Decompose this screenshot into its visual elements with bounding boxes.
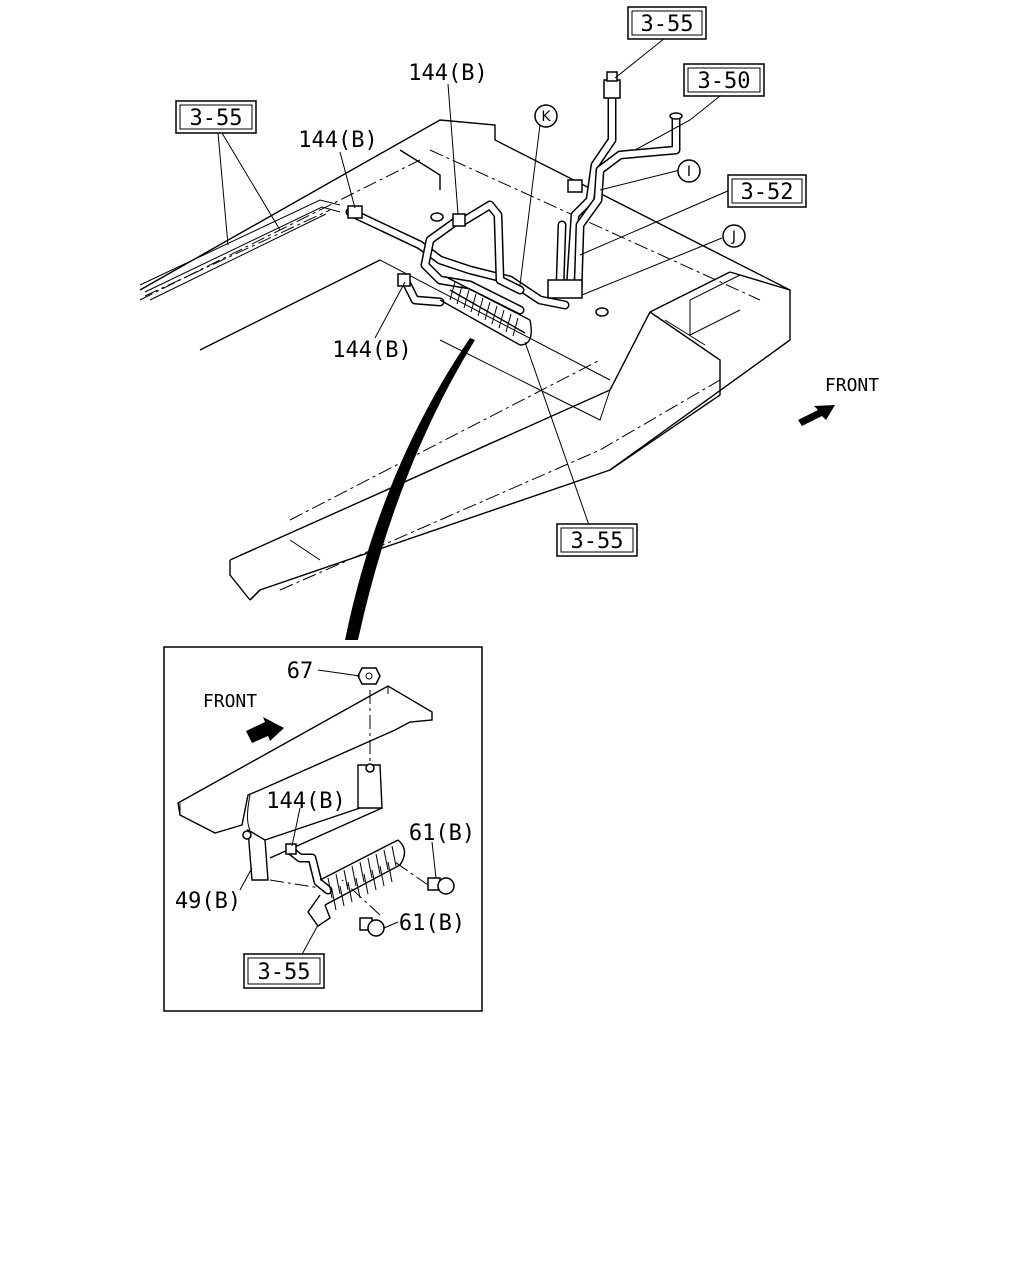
oil-cooler-main	[439, 277, 532, 346]
front-label-main: FRONT	[825, 375, 879, 396]
bolt-61b-right	[427, 877, 455, 895]
ref-box-3-55-inset: 3-55	[243, 953, 325, 989]
ref-box-3-55-left: 3-55	[175, 100, 257, 134]
detail-inset: 67 144(B) 61(B) 61(B) 49(B) 3-55 FRONT	[163, 646, 483, 1012]
part-144b-label-3: 144(B)	[332, 338, 411, 363]
ref-box-3-50: 3-50	[683, 63, 765, 97]
part-67-label: 67	[287, 659, 314, 684]
front-arrow-icon-inset	[246, 717, 284, 743]
front-label-inset: FRONT	[203, 691, 257, 712]
frame-rail	[139, 119, 791, 601]
circle-i-text: I	[687, 164, 691, 180]
ref-box-3-55-top: 3-55	[627, 6, 707, 40]
brake-lines	[139, 71, 683, 317]
ref-3-52-text: 3-52	[741, 180, 794, 205]
circle-callout-i: I	[677, 159, 701, 183]
ref-3-55-top-text: 3-55	[641, 12, 694, 37]
part-144b-label-2: 144(B)	[298, 128, 377, 153]
leader-lines	[217, 37, 731, 529]
circle-j-text: J	[731, 229, 736, 245]
front-arrow-icon	[798, 405, 835, 426]
ref-3-50-text: 3-50	[698, 69, 751, 94]
part-49b-label: 49(B)	[175, 889, 241, 914]
detail-callout-arc	[345, 338, 475, 640]
ref-box-3-55-mid: 3-55	[556, 523, 638, 557]
circle-k-text: K	[541, 109, 551, 125]
part-144b-inset-label: 144(B)	[266, 789, 345, 814]
part-61b-label-1: 61(B)	[409, 821, 475, 846]
circle-callout-k: K	[534, 104, 558, 128]
circle-callout-j: J	[722, 224, 746, 248]
ref-box-3-52: 3-52	[727, 174, 807, 208]
ref-3-55-mid-text: 3-55	[571, 529, 624, 554]
ref-3-55-left-text: 3-55	[190, 106, 243, 131]
ref-3-55-inset-text: 3-55	[258, 960, 311, 985]
part-144b-label-1: 144(B)	[408, 61, 487, 86]
bolt-61b-left	[359, 917, 385, 937]
part-61b-label-2: 61(B)	[399, 911, 465, 936]
